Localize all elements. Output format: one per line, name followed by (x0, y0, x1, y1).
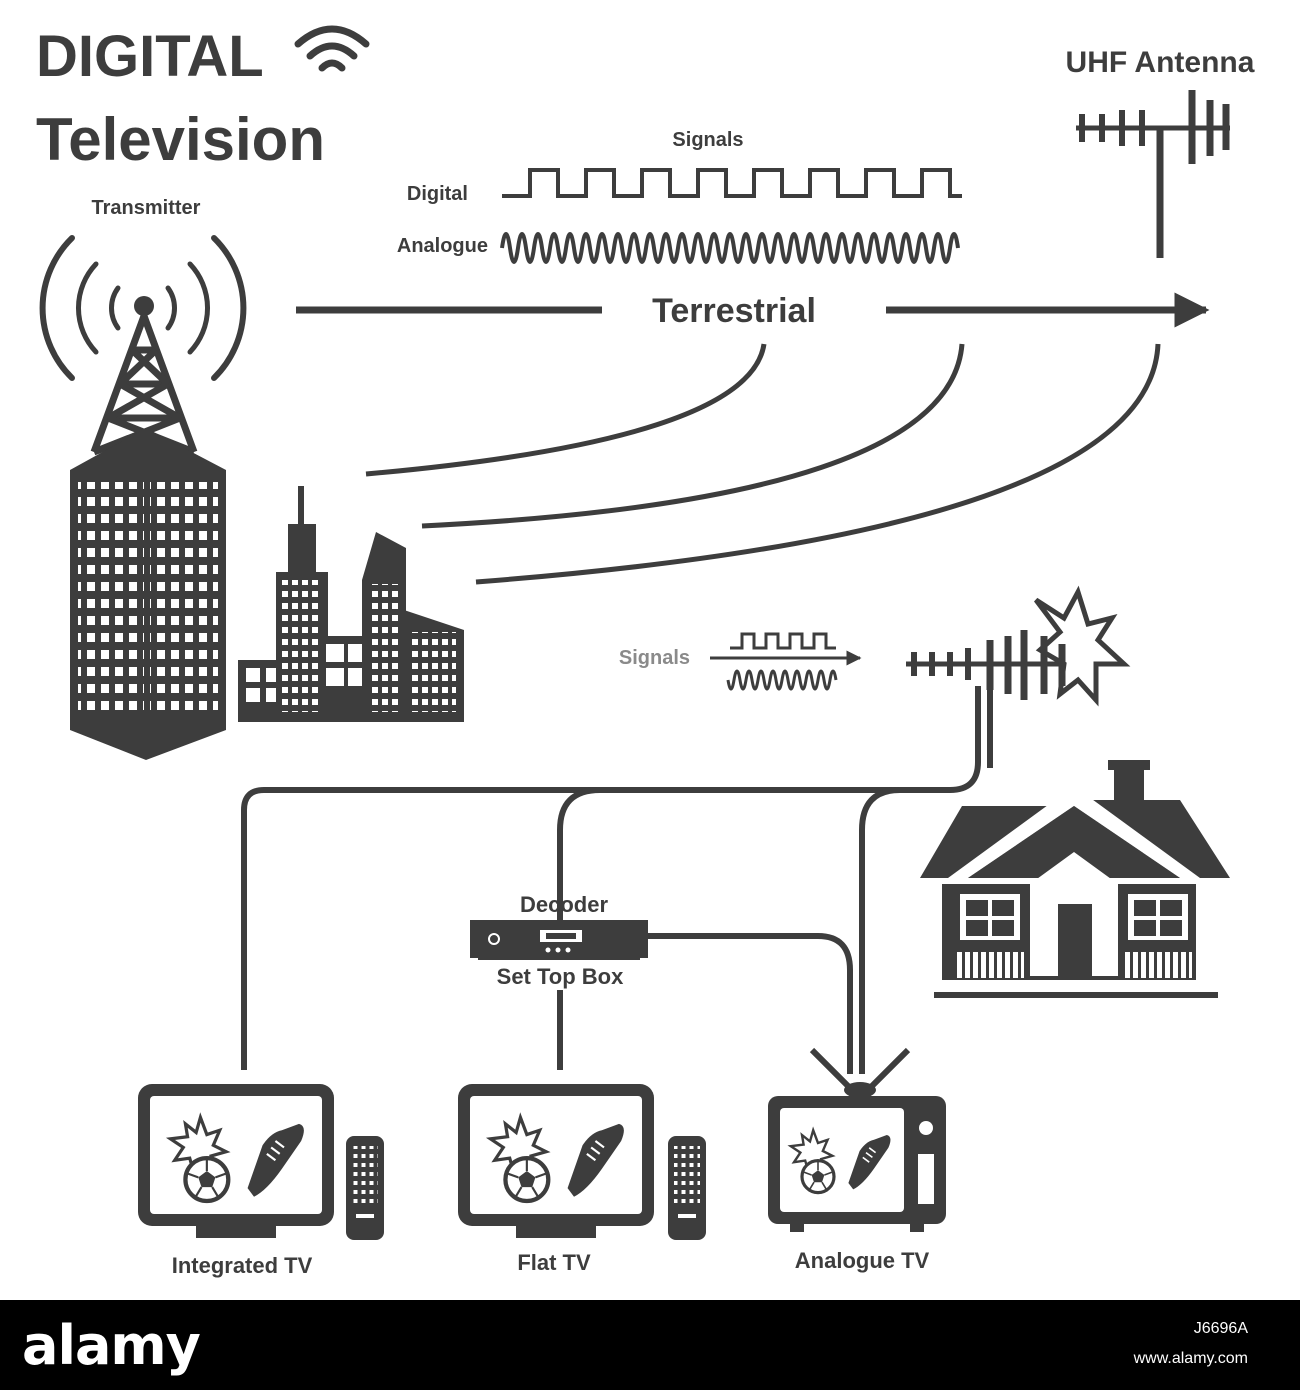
small-digital-wave (730, 632, 836, 650)
signal-curves (365, 343, 1161, 585)
analogue-sine-wave (500, 232, 960, 264)
title-television: Television (36, 106, 325, 173)
signals-label-top: Signals (672, 129, 743, 151)
house-antenna-icon (906, 630, 1066, 700)
alamy-logo: alamy (22, 1314, 201, 1377)
house-icon (920, 760, 1230, 998)
flat-tv-label: Flat TV (517, 1250, 591, 1275)
city-skyline-icon (238, 486, 464, 722)
terrestrial-label: Terrestrial (652, 292, 816, 330)
flat-tv-icon (458, 1084, 654, 1238)
signals-label-small: Signals (619, 647, 690, 669)
stock-footer-bar: alamy J6696A www.alamy.com (0, 1300, 1300, 1390)
remote-control-icon (668, 1136, 706, 1240)
transmitter-tower-icon (39, 235, 247, 456)
analogue-tv-label: Analogue TV (795, 1248, 930, 1273)
decoder-icon (470, 920, 648, 960)
analogue-tv-icon (768, 1047, 946, 1232)
title-digital: DIGITAL (36, 24, 264, 89)
uhf-antenna-label: UHF Antenna (1066, 46, 1255, 79)
diagram: DIGITAL Television Transmitter (36, 24, 1255, 1278)
decoder-label: Decoder (520, 892, 608, 917)
antenna-cables (241, 686, 993, 1074)
transmitter-building (70, 428, 226, 760)
remote-control-icon (346, 1136, 384, 1240)
uhf-antenna-icon (1076, 90, 1230, 258)
digital-square-wave (502, 168, 962, 198)
digital-label: Digital (407, 183, 468, 205)
set-top-box-label: Set Top Box (497, 964, 624, 989)
analogue-label: Analogue (397, 235, 488, 257)
integrated-tv-icon (138, 1084, 334, 1238)
interference-starburst-icon (1034, 585, 1131, 707)
site-url[interactable]: www.alamy.com (1133, 1350, 1248, 1367)
image-id: J6696A (1193, 1320, 1248, 1337)
integrated-tv-label: Integrated TV (172, 1253, 313, 1278)
wifi-icon (294, 25, 370, 72)
small-analogue-wave (726, 669, 838, 691)
transmitter-label: Transmitter (92, 197, 201, 219)
